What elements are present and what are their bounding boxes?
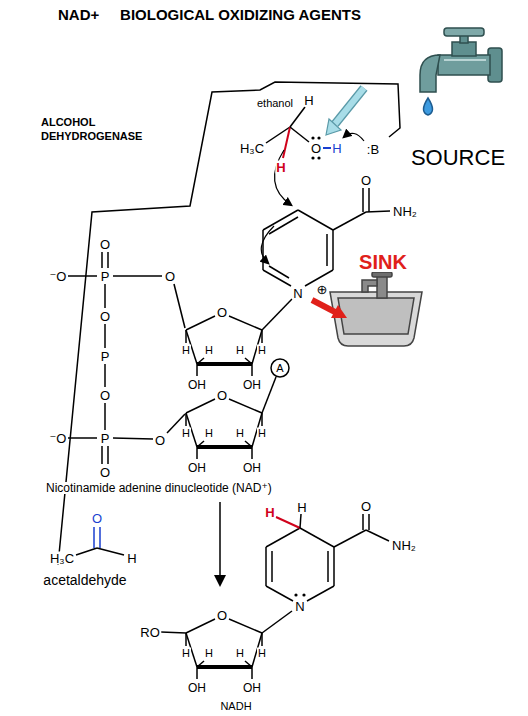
phosphate-bonds xyxy=(68,252,289,464)
atom-label: P xyxy=(100,270,111,283)
bond-line xyxy=(196,447,198,459)
atom-label: RO xyxy=(139,626,161,639)
bond-line xyxy=(186,619,215,633)
bond-line xyxy=(186,316,215,330)
atom-label: P xyxy=(100,350,111,363)
atom-label: H xyxy=(181,345,191,356)
bond-line xyxy=(229,619,262,633)
text-label: Nicotinamide adenine dinucleotide (NAD⁺) xyxy=(45,482,273,494)
atom-label: H xyxy=(296,501,307,514)
atom-label: H₃C xyxy=(49,552,75,565)
atom-label: H xyxy=(181,428,191,439)
faucet-icon xyxy=(420,28,502,115)
atom-label: O xyxy=(310,142,322,155)
bond-line xyxy=(229,399,262,413)
atom-label: H xyxy=(235,428,245,439)
atom-label: acetaldehyde xyxy=(42,573,127,587)
bond-line xyxy=(185,330,187,343)
text-label: ALCOHOL DEHYDROGENASE xyxy=(40,116,152,144)
atom-label: H xyxy=(235,345,245,356)
acetaldehyde-bonds xyxy=(76,527,124,555)
bond-line xyxy=(197,665,252,669)
atom-label: OH xyxy=(187,379,207,391)
atom-label: O xyxy=(216,306,228,319)
bond-line xyxy=(261,633,263,646)
bond-line xyxy=(245,661,252,667)
bond-line xyxy=(196,667,198,679)
atom-label: O xyxy=(99,238,111,251)
bond-line xyxy=(251,447,253,459)
atom-label: SINK xyxy=(358,252,408,272)
bond-line xyxy=(197,358,204,364)
atom-label: O xyxy=(360,174,372,187)
atom-label: OH xyxy=(187,462,207,474)
atom-label: OH xyxy=(242,682,262,694)
atom-label: H xyxy=(264,506,275,519)
ribose-rings xyxy=(186,316,262,679)
atom-label: OH xyxy=(242,462,262,474)
bond-line xyxy=(197,661,204,667)
atom-label: O xyxy=(99,389,111,402)
atom-label: SOURCE xyxy=(410,147,506,169)
bond-line xyxy=(245,358,252,364)
ethanol-bonds xyxy=(266,107,364,205)
bond-line xyxy=(261,330,263,343)
atom-label: H xyxy=(181,648,191,659)
sink-icon xyxy=(330,272,422,346)
atom-label: H xyxy=(126,552,137,565)
atom-label: P xyxy=(100,432,111,445)
atom-label: ethanol xyxy=(256,98,294,109)
atom-label: ⁻O xyxy=(49,432,68,445)
atom-label: ⁻O xyxy=(49,270,68,283)
atom-label: H xyxy=(303,94,314,107)
atom-label: OH xyxy=(242,379,262,391)
atom-label: OH xyxy=(187,682,207,694)
dihydropyridine-ring xyxy=(161,514,389,633)
atom-label: H xyxy=(275,161,286,174)
atom-label: NADH xyxy=(219,701,252,712)
bond-line xyxy=(261,413,263,426)
bond-line xyxy=(197,362,252,366)
atom-label: O xyxy=(154,434,166,447)
atom-label: O xyxy=(164,270,176,283)
atom-label: O xyxy=(99,310,111,323)
atom-label: ⊕ xyxy=(316,283,329,296)
atom-label: H xyxy=(204,345,214,356)
atom-label: H xyxy=(257,648,267,659)
bond-line xyxy=(245,441,252,447)
bond-line xyxy=(185,633,187,646)
atom-label: H xyxy=(235,648,245,659)
atom-label: O xyxy=(99,466,111,479)
bond-line xyxy=(186,399,215,413)
bond-line xyxy=(197,441,204,447)
atom-label: H xyxy=(257,428,267,439)
bond-line xyxy=(196,364,198,376)
bond-line xyxy=(185,413,187,426)
atom-label: H xyxy=(204,648,214,659)
atom-label: A xyxy=(275,363,284,374)
reaction-arrow xyxy=(219,502,221,584)
page-title: NAD+ BIOLOGICAL OXIDIZING AGENTS xyxy=(58,6,361,23)
atom-label: O xyxy=(360,500,372,513)
atom-label: H₃C xyxy=(239,142,265,155)
bond-line xyxy=(251,364,253,376)
atom-label: H xyxy=(204,428,214,439)
atom-label: NH₂ xyxy=(392,205,418,218)
atom-label: O xyxy=(91,512,103,525)
atom-label: N xyxy=(294,600,305,613)
atom-label: O xyxy=(216,609,228,622)
atom-label: H xyxy=(331,142,342,155)
bond-line xyxy=(197,445,252,449)
atom-label: N xyxy=(292,287,303,300)
atom-label: :B xyxy=(366,143,380,156)
source-arrow xyxy=(326,88,364,135)
sink-arrow xyxy=(312,300,347,318)
bond-line xyxy=(251,667,253,679)
atom-label: H xyxy=(257,345,267,356)
bond-line xyxy=(229,316,262,330)
atom-label: O xyxy=(216,389,228,402)
atom-label: NH₂ xyxy=(391,539,417,552)
